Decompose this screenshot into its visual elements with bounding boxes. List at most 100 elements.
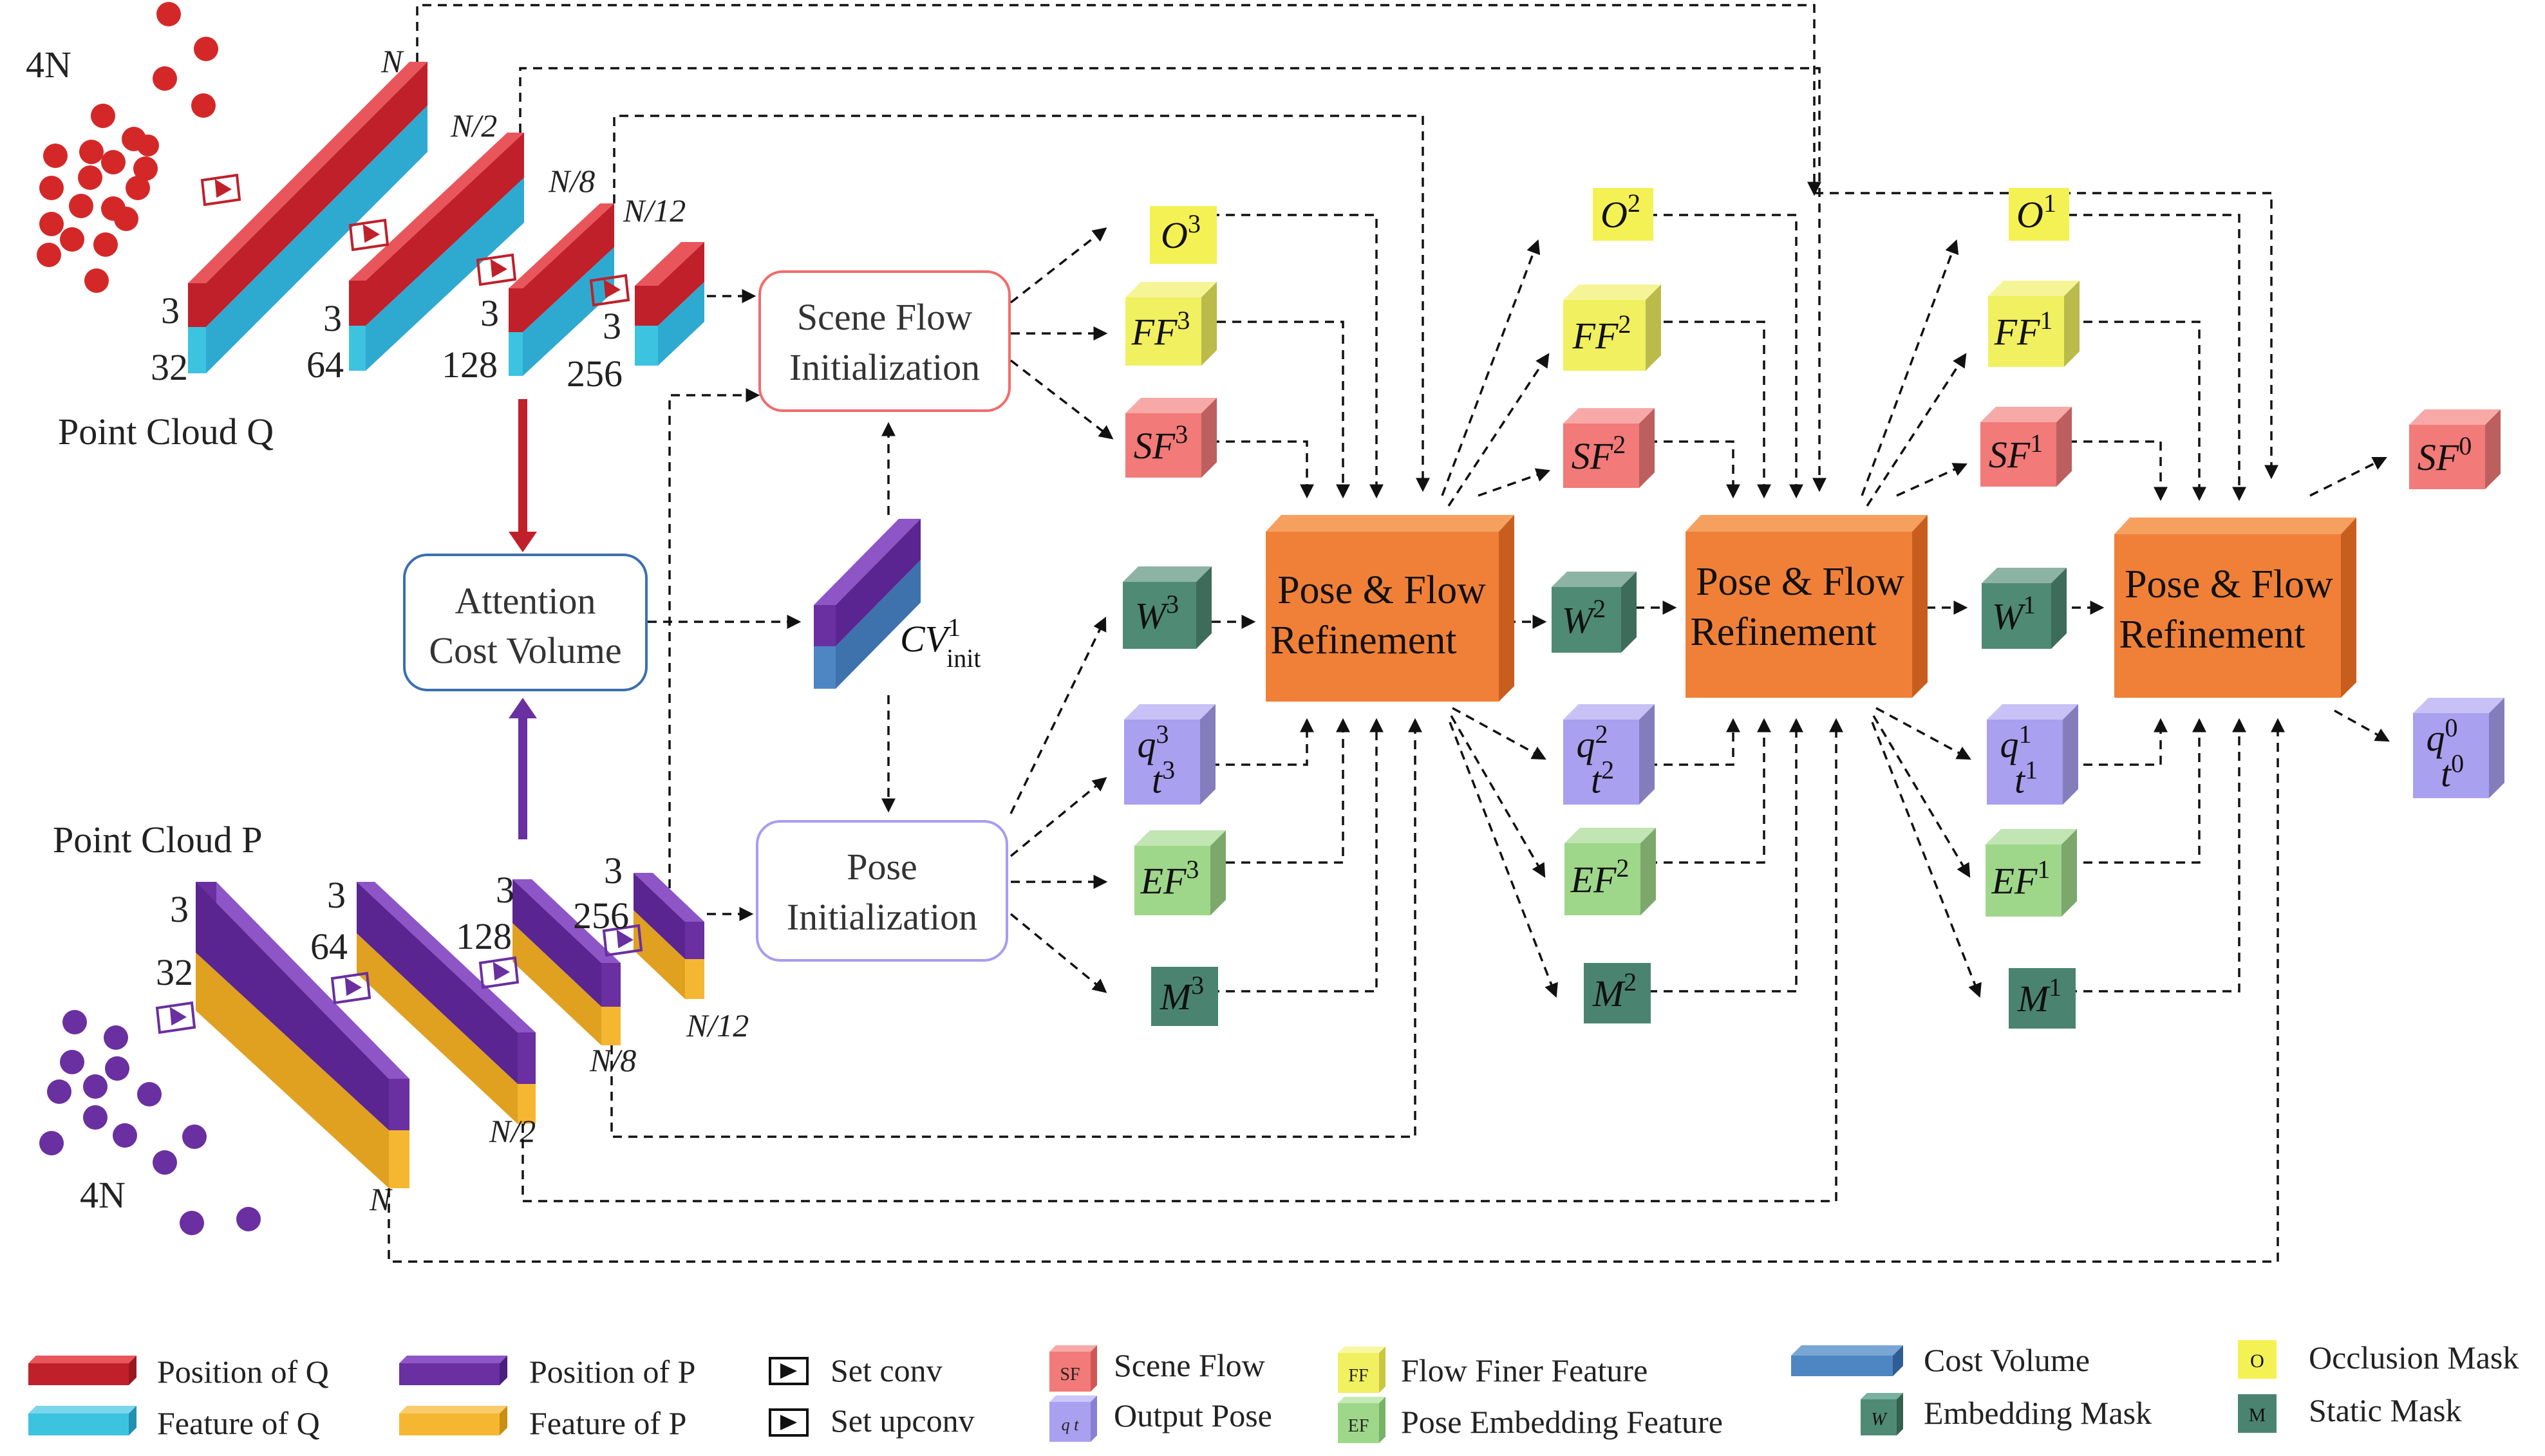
svg-text:SF: SF — [1060, 1365, 1080, 1385]
svg-text:M1: M1 — [2017, 973, 2061, 1020]
refine3-line1: Pose & Flow — [2125, 563, 2333, 606]
legend-embedding-mask: W Embedding Mask — [1861, 1393, 2152, 1435]
svg-text:Output Pose: Output Pose — [1114, 1397, 1272, 1433]
p-layer-3 — [512, 879, 621, 1045]
svg-text:SF2: SF2 — [1572, 430, 1626, 477]
attention-cost-volume-box — [403, 554, 648, 691]
pi-line2: Initialization — [787, 896, 977, 938]
q-dim-64: 64 — [306, 344, 344, 386]
svg-text:Set upconv: Set upconv — [831, 1403, 975, 1439]
svg-text:FF: FF — [1348, 1366, 1368, 1386]
svg-text:Position of Q: Position of Q — [157, 1354, 329, 1390]
svg-text:FF3: FF3 — [1131, 306, 1190, 353]
svg-text:q2: q2 — [1577, 720, 1608, 765]
ef-level3-cube: EF3 — [1134, 830, 1226, 915]
refinement-block-3: Pose & Flow Refinement — [2114, 518, 2356, 698]
q-dim-3b: 3 — [323, 297, 342, 339]
ef-level1-cube: EF1 — [1986, 829, 2077, 917]
p-layer-1 — [196, 882, 409, 1188]
q-size-n8: N/8 — [548, 163, 595, 199]
svg-text:Static Mask: Static Mask — [2309, 1392, 2461, 1428]
p-dim-3d: 3 — [604, 850, 623, 891]
svg-text:FF2: FF2 — [1572, 310, 1631, 357]
svg-text:Embedding Mask: Embedding Mask — [1924, 1395, 2152, 1431]
svg-text:M3: M3 — [1160, 971, 1204, 1018]
scene-flow-init-box — [758, 270, 1011, 412]
p-dim-32: 32 — [156, 951, 193, 993]
q-dim-32: 32 — [151, 346, 188, 388]
pose-init-box — [756, 820, 1008, 962]
set-upconv-icon — [155, 924, 643, 1034]
svg-text:EF1: EF1 — [1991, 855, 2051, 902]
refine3-line2: Refinement — [2119, 613, 2305, 657]
svg-text:t1: t1 — [2014, 756, 2038, 801]
m-level2-cube: M2 — [1584, 963, 1651, 1023]
legend-set-upconv: Set upconv — [769, 1403, 975, 1439]
legend-scene-flow: SF Scene Flow — [1049, 1345, 1265, 1392]
refinement-block-1: Pose & Flow Refinement — [1266, 515, 1514, 702]
svg-text:q3: q3 — [1138, 720, 1169, 765]
sfi-line1: Scene Flow — [797, 296, 972, 338]
q-dim-128: 128 — [442, 344, 498, 386]
sfi-line2: Initialization — [789, 346, 980, 388]
ff-level2-cube: FF2 — [1563, 285, 1661, 371]
legend-flow-finer: FF Flow Finer Feature — [1338, 1347, 1648, 1393]
svg-text:Feature of P: Feature of P — [529, 1405, 686, 1441]
sf-level2-cube: SF2 — [1563, 408, 1655, 488]
q-layer-1 — [188, 62, 427, 373]
svg-text:SF0: SF0 — [2418, 431, 2472, 478]
m-level1-cube: M1 — [2009, 968, 2076, 1029]
p-dim-256: 256 — [573, 895, 629, 937]
cube-layer: O3FF3SF3W3q3t3EF3M3O2FF2SF2W2q2t2EF2M2O1… — [1123, 188, 2504, 1029]
q-layer-3 — [509, 203, 614, 376]
p-size-n2: N/2 — [489, 1113, 536, 1149]
ff-level1-cube: FF1 — [1988, 281, 2080, 367]
legend-feat-p: Feature of P — [399, 1405, 686, 1441]
refine1-line1: Pose & Flow — [1277, 568, 1486, 612]
q-size-n12: N/12 — [623, 192, 686, 229]
o-level1-cube: O1 — [2009, 188, 2069, 241]
legend: Position of Q Feature of Q Position of P… — [28, 1339, 2519, 1443]
o-level3-cube: O3 — [1150, 206, 1217, 264]
svg-text:W1: W1 — [1992, 590, 2036, 637]
svg-text:q0: q0 — [2427, 713, 2458, 759]
p-count-label: 4N — [80, 1174, 126, 1216]
p-size-n12: N/12 — [686, 1007, 749, 1043]
cv-init-slab — [814, 519, 921, 689]
sf-level1-cube: SF1 — [1980, 407, 2072, 487]
svg-text:M: M — [2249, 1405, 2266, 1426]
svg-text:O2: O2 — [1601, 189, 1640, 236]
set-conv-icon — [200, 173, 630, 307]
svg-text:FF1: FF1 — [1994, 306, 2053, 353]
p-layer-2 — [357, 882, 536, 1124]
svg-text:Flow Finer Feature: Flow Finer Feature — [1401, 1352, 1648, 1388]
svg-text:EF2: EF2 — [1570, 854, 1629, 901]
svg-text:t3: t3 — [1152, 756, 1175, 801]
dashed-connections — [388, 4, 2390, 1263]
legend-pos-q: Position of Q — [28, 1354, 329, 1390]
legend-cost-volume: Cost Volume — [1791, 1342, 2090, 1378]
ef-level2-cube: EF2 — [1564, 828, 1656, 915]
svg-text:O1: O1 — [2016, 189, 2056, 236]
q-dim-3a: 3 — [161, 290, 180, 331]
p-layer-4 — [634, 873, 704, 999]
q-dim-256: 256 — [567, 353, 623, 395]
w-level2-cube: W2 — [1552, 572, 1637, 653]
svg-text:W2: W2 — [1562, 594, 1606, 641]
svg-text:EF: EF — [1348, 1416, 1369, 1436]
svg-text:O: O — [2250, 1350, 2264, 1372]
o-level2-cube: O2 — [1593, 188, 1653, 241]
m-level3-cube: M3 — [1151, 967, 1218, 1026]
refinement-block-2: Pose & Flow Refinement — [1686, 515, 1928, 698]
svg-text:t2: t2 — [1591, 756, 1614, 801]
svg-text:q1: q1 — [2000, 720, 2032, 765]
p-dim-3a: 3 — [170, 888, 189, 930]
svg-text:q t: q t — [1062, 1415, 1080, 1434]
q-dim-3c: 3 — [480, 292, 499, 334]
refine2-line2: Refinement — [1690, 610, 1876, 654]
legend-output-pose: q t Output Pose — [1049, 1395, 1272, 1442]
